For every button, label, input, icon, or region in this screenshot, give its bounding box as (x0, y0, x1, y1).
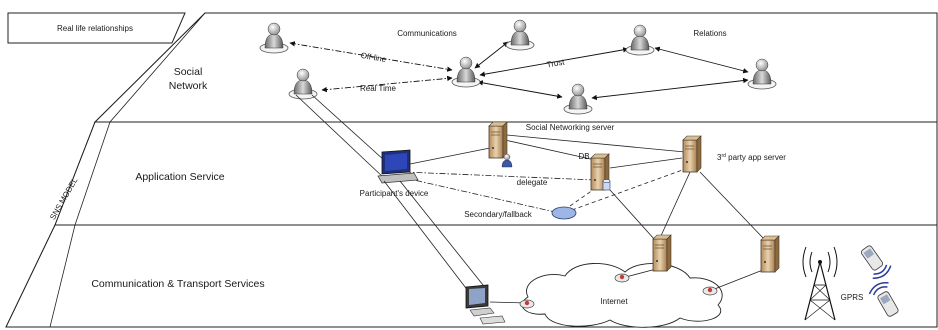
projection-line (383, 180, 473, 297)
delegate-icon (501, 153, 513, 168)
relation-arrow-2 (591, 77, 749, 101)
router-icon (614, 273, 630, 283)
social-layer-title-1: Social (174, 66, 203, 78)
link-device-fallback (404, 177, 556, 213)
router-icon (519, 299, 535, 309)
comm-arrow-down (477, 80, 563, 99)
link-sns-3rd (506, 134, 686, 153)
internet-cloud (521, 263, 723, 328)
transport-layer-title: Communication & Transport Services (91, 278, 264, 290)
trust-label: Trust (546, 57, 566, 69)
internet-label: Internet (600, 297, 628, 306)
participant-device-label: Participant's device (360, 189, 429, 198)
pyramid-left-face (5, 12, 206, 328)
relation-arrow-1 (654, 46, 749, 74)
link-device-sns (404, 147, 491, 166)
legend-box (7, 12, 186, 44)
social-networking-server-icon (488, 121, 508, 159)
server-icon (652, 234, 672, 272)
realtime-label: Real Time (360, 84, 397, 93)
projection-line (295, 94, 385, 179)
radio-tower-icon (802, 246, 838, 321)
third-party-server-icon (682, 135, 702, 173)
application-layer-title: Application Service (135, 171, 224, 183)
db-label: DB (578, 152, 589, 161)
server-icon (760, 235, 780, 273)
fallback-label: Secondary/fallback (464, 210, 533, 219)
router-icon (702, 286, 718, 296)
mobile-phone-icon (868, 282, 899, 317)
relations-label: Relations (693, 29, 726, 38)
projection-line (659, 171, 691, 239)
social-layer-title-2: Network (169, 80, 208, 92)
fallback-node-icon (551, 206, 577, 220)
link-server-internet-2 (711, 267, 769, 291)
realtime-arrow (321, 75, 453, 93)
mobile-phone-icon (860, 245, 892, 279)
database-icon (602, 179, 611, 191)
projection-line (609, 189, 656, 241)
laptop-icon (377, 149, 419, 184)
projection-line (311, 94, 396, 171)
sns-server-label: Social Networking server (526, 123, 615, 132)
link-sns-db (504, 139, 596, 161)
communications-label: Communications (397, 29, 457, 38)
link-db-3rd (609, 157, 683, 169)
projection-line (699, 171, 766, 241)
third-party-label: 3rd party app server (717, 153, 786, 162)
offline-arrow (289, 41, 453, 72)
projection-line (399, 180, 488, 291)
offline-label: Off-line (360, 51, 387, 64)
link-device-db-dashed (404, 171, 596, 181)
desktop-computer-icon (465, 284, 506, 325)
trust-arrow (479, 47, 629, 77)
gprs-label: GPRS (841, 293, 864, 302)
legend-box-label: Real life relationships (57, 24, 133, 33)
delegate-label: delegate (517, 178, 548, 187)
